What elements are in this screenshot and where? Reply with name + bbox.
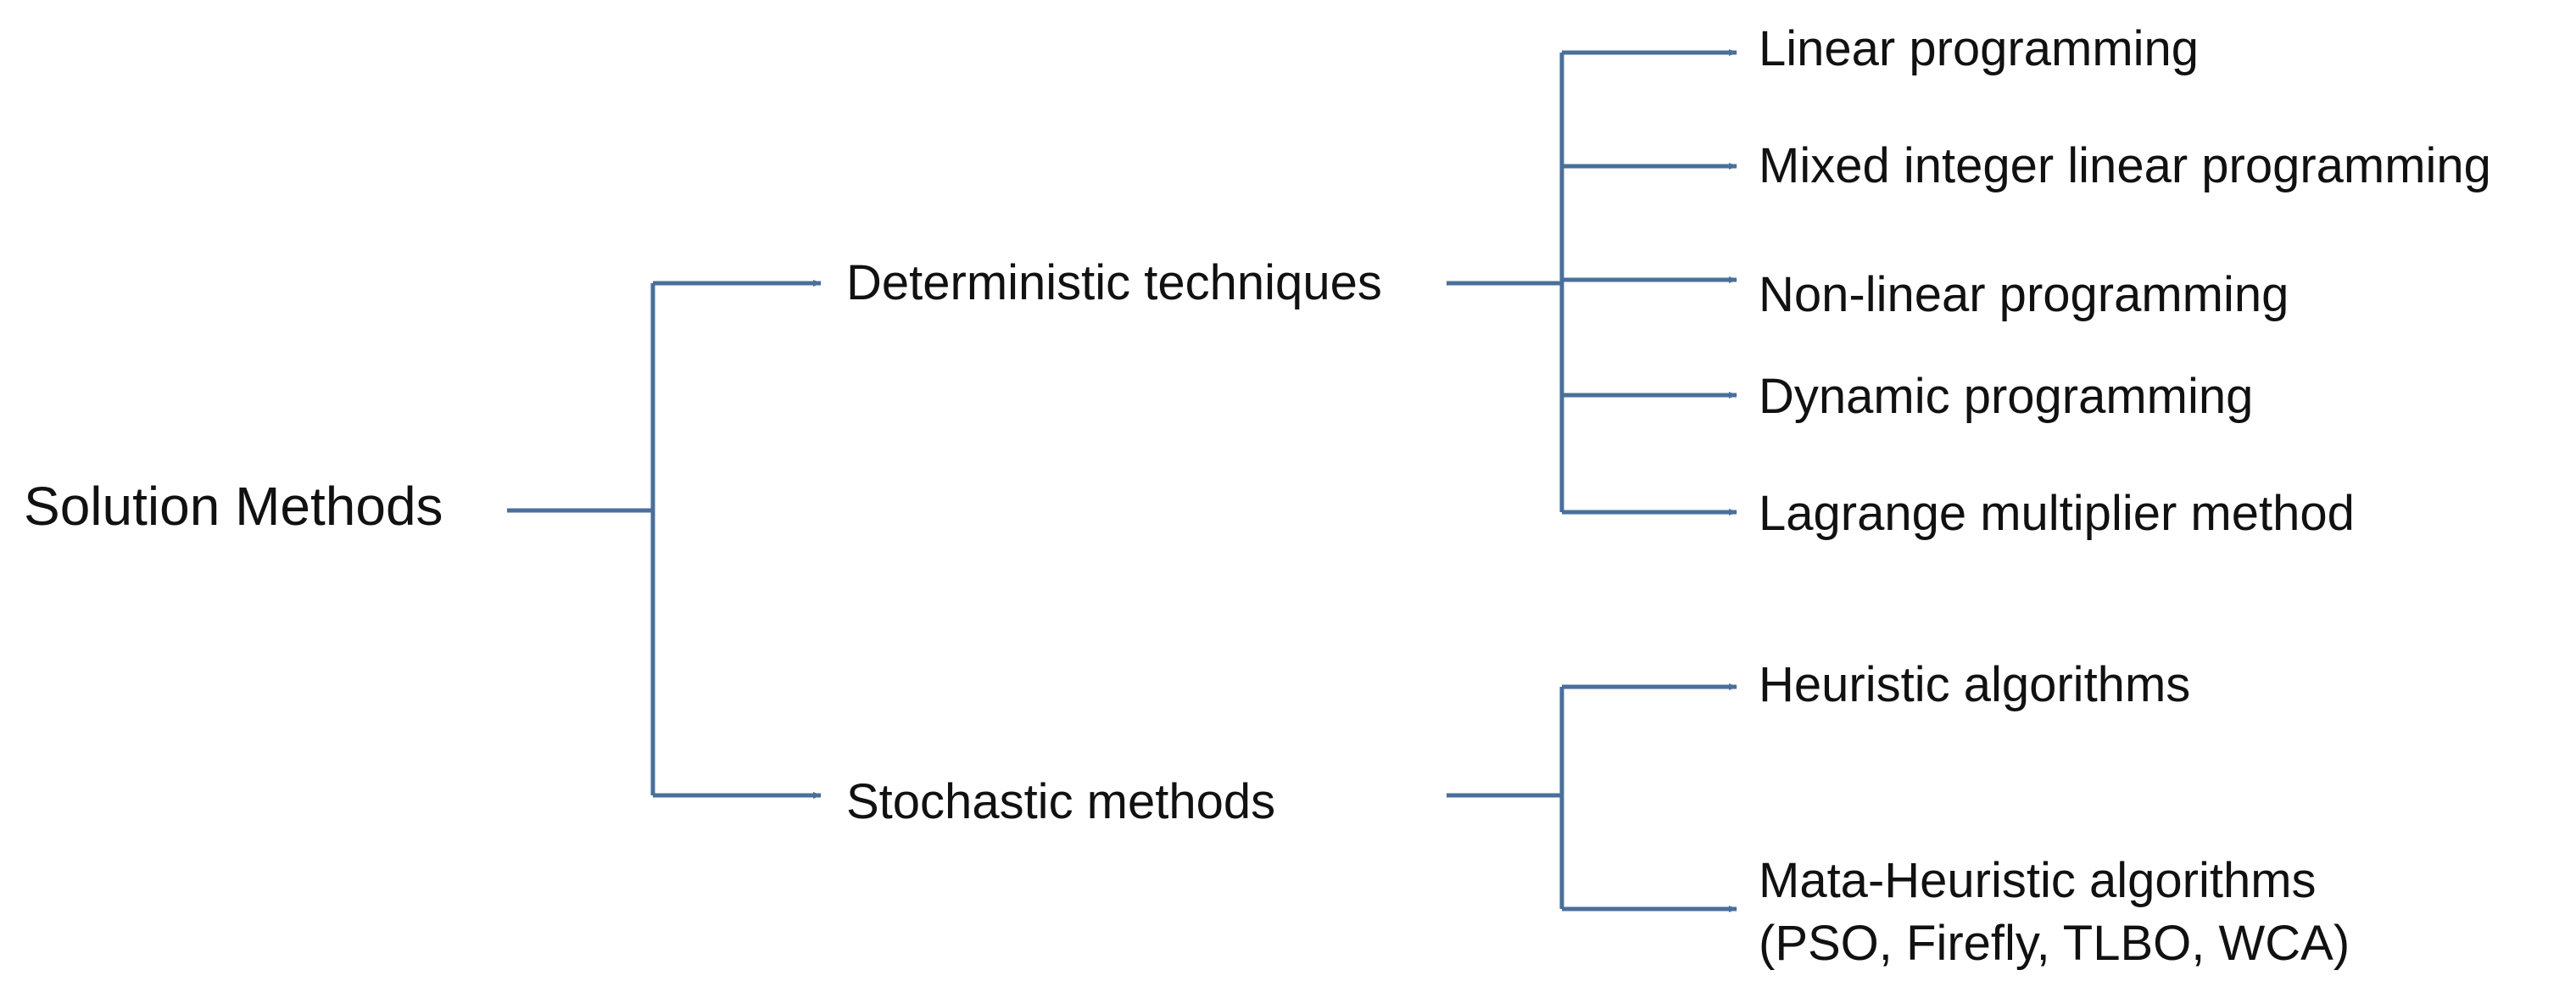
leaf-mixed-integer-linear-programming: Mixed integer linear programming bbox=[1759, 138, 2491, 193]
leaf-non-linear-programming: Non-linear programming bbox=[1759, 267, 2289, 322]
leaf-heuristic-algorithms: Heuristic algorithms bbox=[1759, 657, 2191, 712]
line-group bbox=[507, 49, 1737, 912]
deterministic-node-label: Deterministic techniques bbox=[846, 255, 1382, 310]
leaf-dynamic-programming: Dynamic programming bbox=[1759, 369, 2254, 424]
leaf-linear-programming: Linear programming bbox=[1759, 21, 2200, 76]
root-node-label: Solution Methods bbox=[24, 476, 443, 537]
meta-heuristic-examples: (PSO, Firefly, TLBO, WCA) bbox=[1759, 916, 2350, 972]
leaf-meta-heuristic-algorithms: Mata-Heuristic algorithms (PSO, Firefly,… bbox=[1759, 850, 2350, 975]
leaf-lagrange-multiplier-method: Lagrange multiplier method bbox=[1759, 486, 2355, 541]
meta-heuristic-title: Mata-Heuristic algorithms bbox=[1759, 853, 2317, 908]
stochastic-node-label: Stochastic methods bbox=[846, 774, 1276, 829]
